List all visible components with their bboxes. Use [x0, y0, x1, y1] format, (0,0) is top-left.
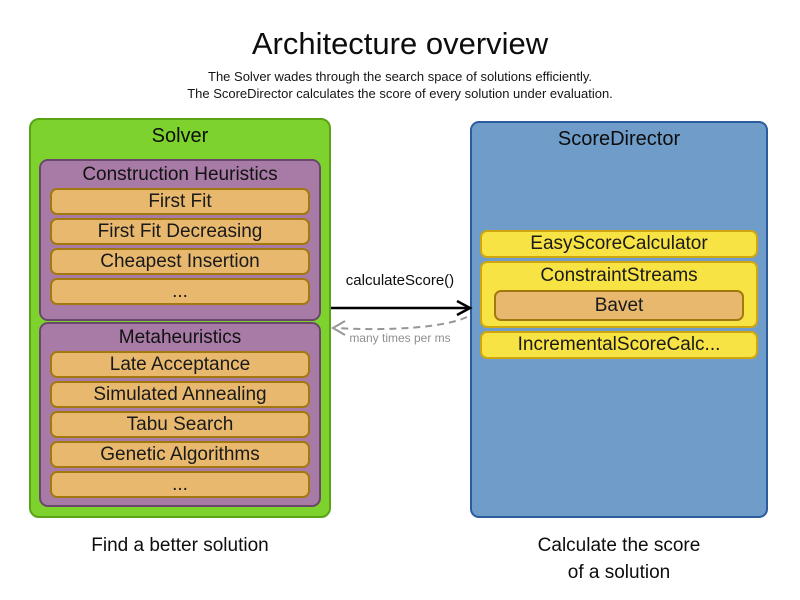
construction-heuristic-item: First Fit Decreasing [50, 218, 310, 245]
constraint-streams-label: ConstraintStreams [540, 265, 698, 286]
metaheuristic-item: Tabu Search [50, 411, 310, 438]
connection-arrows [331, 299, 473, 336]
score-director-caption-line-1: Calculate the score [537, 535, 701, 556]
metaheuristic-item: Late Acceptance [50, 351, 310, 378]
metaheuristics-label: Metaheuristics [118, 327, 242, 348]
solver-label: Solver [151, 125, 209, 147]
solver-box: Solver Construction Heuristics First Fit… [29, 118, 331, 518]
metaheuristic-item: Genetic Algorithms [50, 441, 310, 468]
solid-right-arrow-icon [331, 299, 473, 317]
diagram-title: Architecture overview [251, 26, 549, 61]
bavet-item: Bavet [494, 290, 744, 321]
dashed-return-arrow-icon [331, 316, 468, 336]
return-frequency-label: many times per ms [349, 331, 451, 345]
construction-heuristic-item: First Fit [50, 188, 310, 215]
metaheuristic-item: ... [50, 471, 310, 498]
easy-score-calculator-item: EasyScoreCalculator [480, 230, 758, 258]
construction-heuristic-item: Cheapest Insertion [50, 248, 310, 275]
score-director-caption-line-2: of a solution [567, 562, 671, 583]
metaheuristic-item: Simulated Annealing [50, 381, 310, 408]
constraint-streams-box: ConstraintStreams Bavet [480, 261, 758, 328]
construction-heuristics-box: Construction Heuristics First Fit First … [39, 159, 321, 321]
calculator-stack: EasyScoreCalculator ConstraintStreams Ba… [480, 230, 758, 362]
score-director-box: ScoreDirector EasyScoreCalculator Constr… [470, 121, 768, 518]
solver-caption: Find a better solution [91, 535, 269, 556]
score-director-caption: Calculate the score of a solution [470, 532, 768, 586]
incremental-score-calculator-item: IncrementalScoreCalc... [480, 331, 758, 359]
subtitle-line-2: The ScoreDirector calculates the score o… [187, 86, 613, 101]
score-director-label: ScoreDirector [557, 128, 681, 150]
construction-heuristics-label: Construction Heuristics [82, 164, 278, 185]
metaheuristics-box: Metaheuristics Late Acceptance Simulated… [39, 322, 321, 507]
calculate-score-call-label: calculateScore() [345, 272, 455, 289]
subtitle-line-1: The Solver wades through the search spac… [208, 69, 592, 84]
construction-heuristic-item: ... [50, 278, 310, 305]
